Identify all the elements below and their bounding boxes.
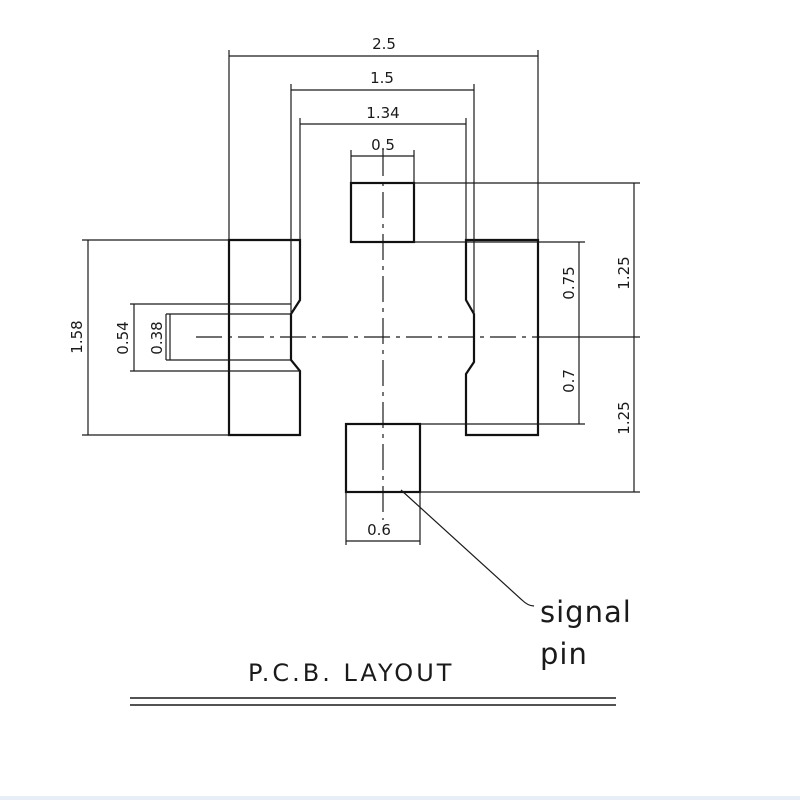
dim-label-width-inner: 1.34 [366,104,399,122]
dim-label-half-height-lower: 1.25 [615,401,633,434]
dim-label-right-upper-gap: 0.75 [560,266,578,299]
dim-label-top-pad-width: 0.5 [371,136,395,154]
dim-label-right-lower-gap: 0.7 [560,369,578,393]
dim-label-left-notch-inner: 0.38 [148,321,166,354]
top-pad [349,181,416,244]
bottom-edge-tint [0,796,800,800]
signal-pin-label-line1: signal [540,595,632,629]
dim-label-width-outer: 2.5 [372,35,396,53]
dim-label-half-height-upper: 1.25 [615,256,633,289]
signal-pin-label-line2: pin [540,637,588,671]
signal-pin-leader-line [400,489,535,607]
dim-label-left-height: 1.58 [68,320,86,353]
dim-label-left-notch-outer: 0.54 [114,321,132,354]
drawing-title: P.C.B. LAYOUT [248,659,454,687]
bottom-pad [344,422,422,494]
dim-label-bottom-pad-width: 0.6 [367,521,391,539]
dim-label-width-mid: 1.5 [370,69,394,87]
right-pad [464,238,540,437]
